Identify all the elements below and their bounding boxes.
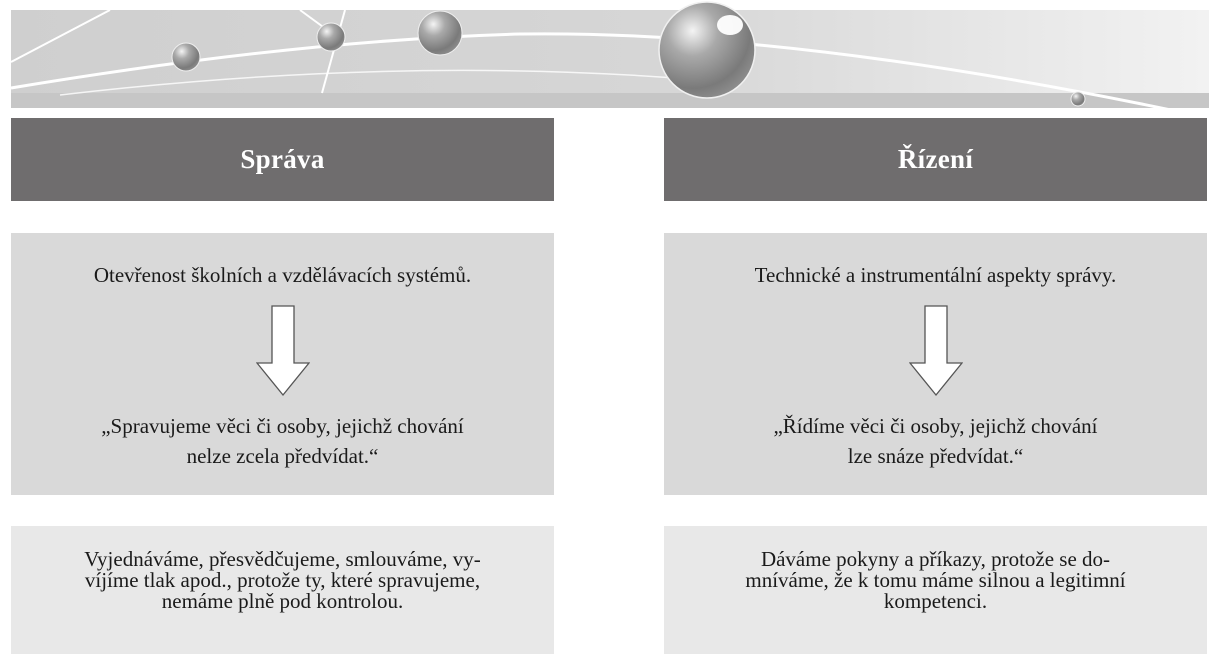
- top-statement: Otevřenost školních a vzdělávacích systé…: [93, 263, 472, 287]
- explanation-box: Vyjednáváme, přesvědčujeme, smlouváme, v…: [11, 526, 554, 654]
- quote: „Spravujeme věci či osoby, jejichž chová…: [51, 411, 514, 471]
- down-arrow-icon: [908, 305, 963, 397]
- quote-line: nelze zcela předvídat.“: [186, 444, 379, 468]
- quote-line: „Řídíme věci či osoby, jejichž chování: [773, 414, 1098, 438]
- explanation-line: Vyjednáváme, přesvědčujeme, smlouváme, v…: [84, 546, 481, 571]
- quote-line: „Spravujeme věci či osoby, jejichž chová…: [101, 414, 464, 438]
- explanation-line: nemáme plně pod kontrolou.: [161, 588, 404, 613]
- down-arrow-icon: [255, 305, 310, 397]
- header-label: Správa: [240, 144, 325, 174]
- explanation-line: kompetenci.: [883, 588, 988, 613]
- description-box: Otevřenost školních a vzdělávacích systé…: [11, 233, 554, 495]
- explanation-line: víjíme tlak apod., protože ty, které spr…: [84, 567, 481, 592]
- top-statement: Technické a instrumentální aspekty správ…: [754, 263, 1117, 287]
- explanation-line: mníváme, že k tomu máme silnou a legitim…: [745, 567, 1126, 592]
- decorative-spheres-banner: [10, 1, 1209, 120]
- header-sprava: Správa: [11, 118, 554, 201]
- description-box: Technické a instrumentální aspekty správ…: [664, 233, 1207, 495]
- header-label: Řízení: [897, 144, 974, 174]
- explanation-line: Dáváme pokyny a příkazy, protože se do-: [760, 546, 1111, 571]
- explanation-box: Dáváme pokyny a příkazy, protože se do- …: [664, 526, 1207, 654]
- quote-line: lze snáze předvídat.“: [847, 444, 1024, 468]
- header-rizeni: Řízení: [664, 118, 1207, 201]
- quote: „Řídíme věci či osoby, jejichž chování l…: [704, 411, 1167, 471]
